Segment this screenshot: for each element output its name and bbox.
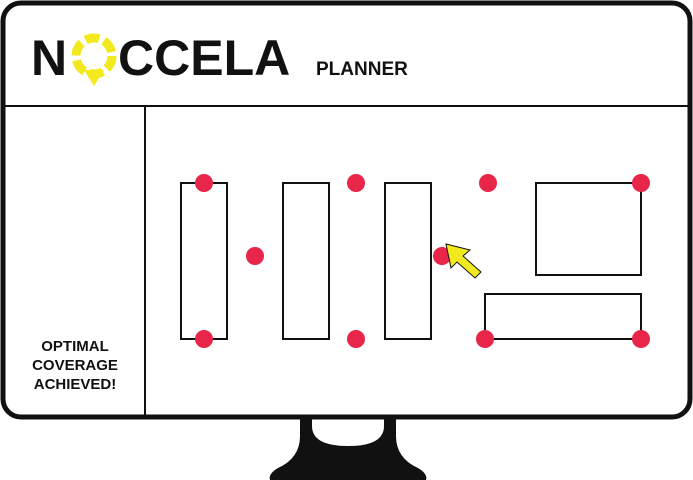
status-line-2: COVERAGE [32,357,118,374]
access-point-dot[interactable] [347,330,365,348]
access-point-dot[interactable] [195,174,213,192]
status-line-3: ACHIEVED! [34,376,117,393]
access-point-dot[interactable] [433,247,451,265]
brand-suffix: CCELA [118,30,290,86]
status-line-1: OPTIMAL [41,338,109,355]
access-point-dot[interactable] [246,247,264,265]
floorplan-canvas[interactable] [180,174,650,348]
app-header: N CCELA PLANNER [31,30,408,86]
shelf-2[interactable] [282,182,330,340]
shelf-1[interactable] [180,182,228,340]
access-point-dot[interactable] [479,174,497,192]
product-label: PLANNER [316,59,408,80]
monitor-stand [269,416,427,480]
brand-prefix: N [31,30,67,86]
shelf-5[interactable] [484,293,642,340]
access-point-dot[interactable] [347,174,365,192]
location-pin-icon [71,33,117,86]
arrow-cursor-icon [445,243,482,279]
access-point-dot[interactable] [632,174,650,192]
access-point-dot[interactable] [632,330,650,348]
access-point-dot[interactable] [476,330,494,348]
sidebar: OPTIMAL COVERAGE ACHIEVED! [32,338,118,393]
shelf-3[interactable] [384,182,432,340]
shelf-4[interactable] [535,182,642,276]
access-point-dot[interactable] [195,330,213,348]
access-points [195,174,650,348]
